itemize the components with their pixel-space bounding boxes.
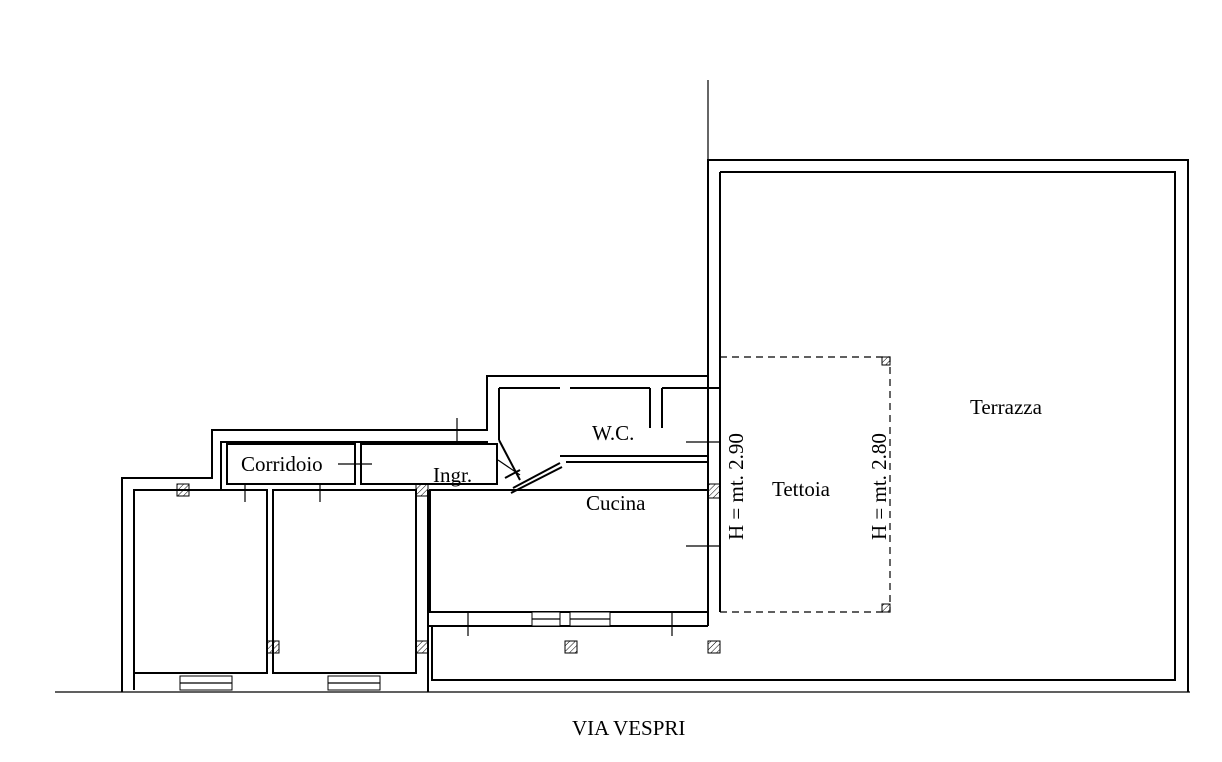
tettoia-outline [720,356,891,613]
interior-walls [133,388,720,674]
room-label-wc: W.C. [592,421,634,445]
doors [244,418,673,636]
room-label-cucina: Cucina [586,491,646,515]
room-label-tettoia: Tettoia [772,477,831,501]
height-label-cucina: H = mt. 2.90 [724,433,748,540]
room-label-corridoio: Corridoio [241,452,323,476]
room-label-terrazza: Terrazza [970,395,1043,419]
pillars [176,356,891,654]
room-label-ingresso: Ingr. [433,463,472,487]
height-label-tettoia: H = mt. 2.80 [867,433,891,540]
windows [179,611,611,691]
street-label: VIA VESPRI [572,716,685,740]
